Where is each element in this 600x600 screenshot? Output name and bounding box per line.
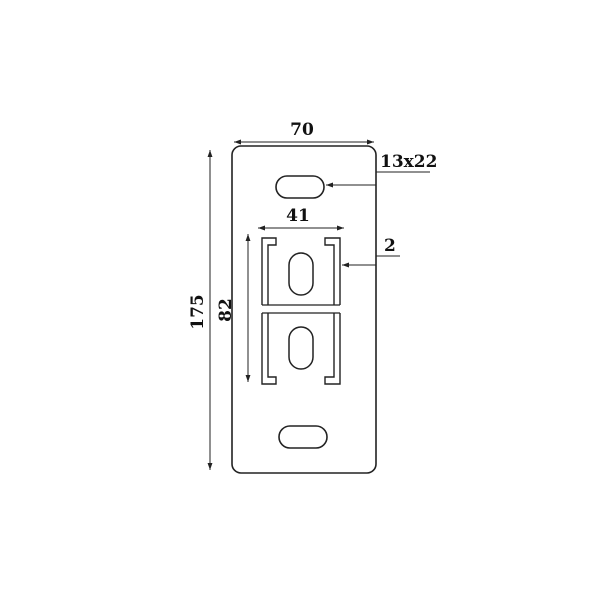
slot-size-label: 13x22 — [380, 152, 437, 172]
height-dimension: 175 — [188, 150, 213, 470]
width-dimension: 70 — [234, 120, 374, 145]
bottom-slot — [278, 425, 328, 449]
top-slot — [275, 175, 325, 199]
channel-width-label: 41 — [286, 206, 310, 226]
slot-leader: 13x22 — [326, 152, 437, 188]
height-label: 175 — [188, 294, 208, 330]
channel-width-dimension: 41 — [258, 206, 344, 231]
lower-channel-slot — [288, 326, 314, 370]
upper-channel-slot — [288, 252, 314, 296]
thickness-leader: 2 — [342, 236, 400, 268]
width-label: 70 — [290, 120, 314, 140]
thickness-label: 2 — [384, 236, 396, 256]
lower-channel — [261, 312, 341, 385]
inner-height-dimension: 82 — [216, 234, 251, 382]
upper-channel — [261, 237, 341, 306]
plate-outline — [231, 145, 377, 474]
inner-height-label: 82 — [216, 298, 236, 322]
